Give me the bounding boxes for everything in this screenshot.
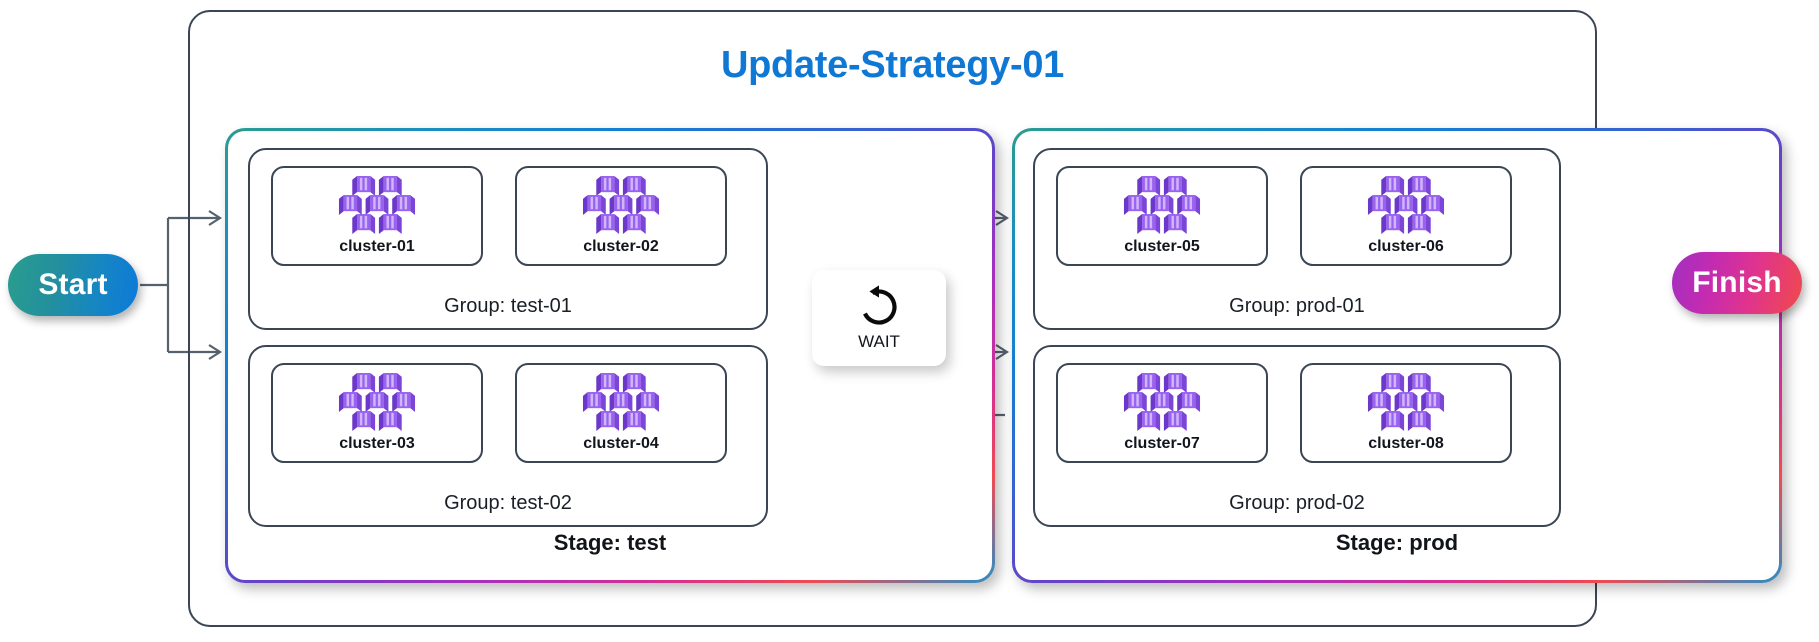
cluster-icon — [337, 176, 417, 234]
wait-node[interactable]: WAIT — [812, 270, 946, 366]
finish-node[interactable]: Finish — [1672, 252, 1802, 314]
stage-label: Stage: test — [553, 530, 667, 555]
cluster-icon — [1122, 176, 1202, 234]
cluster-card-cluster-02[interactable]: cluster-02 — [515, 166, 727, 266]
group-test-01[interactable]: cluster-01 cluster-02 Group: test-01 — [248, 148, 768, 330]
cluster-label: cluster-05 — [1124, 238, 1200, 255]
cluster-icon — [581, 373, 661, 431]
start-node[interactable]: Start — [8, 254, 138, 316]
cluster-icon — [1366, 373, 1446, 431]
group-label: Group: test-02 — [444, 492, 572, 514]
group-prod-02[interactable]: cluster-07 cluster-08 Group: prod-02 — [1033, 345, 1561, 527]
group-prod-01[interactable]: cluster-05 cluster-06 Group: prod-01 — [1033, 148, 1561, 330]
cluster-label: cluster-08 — [1368, 435, 1444, 452]
cluster-card-cluster-06[interactable]: cluster-06 — [1300, 166, 1512, 266]
cluster-card-cluster-04[interactable]: cluster-04 — [515, 363, 727, 463]
cluster-icon — [337, 373, 417, 431]
stage-prod[interactable]: cluster-05 cluster-06 Group: prod-01 clu… — [1012, 128, 1782, 583]
cluster-card-cluster-07[interactable]: cluster-07 — [1056, 363, 1268, 463]
stage-prod-inner: cluster-05 cluster-06 Group: prod-01 clu… — [1015, 131, 1779, 580]
cluster-label: cluster-04 — [583, 435, 659, 452]
cluster-icon — [1122, 373, 1202, 431]
cluster-label: cluster-06 — [1368, 238, 1444, 255]
cluster-icon — [581, 176, 661, 234]
group-test-02[interactable]: cluster-03 cluster-04 Group: test-02 — [248, 345, 768, 527]
cluster-card-cluster-08[interactable]: cluster-08 — [1300, 363, 1512, 463]
cluster-label: cluster-02 — [583, 238, 659, 255]
cluster-card-cluster-01[interactable]: cluster-01 — [271, 166, 483, 266]
cluster-label: cluster-07 — [1124, 435, 1200, 452]
cluster-icon — [1366, 176, 1446, 234]
page-title: Update-Strategy-01 — [720, 44, 1065, 86]
rotate-ccw-icon — [863, 285, 897, 325]
group-label: Group: prod-02 — [1229, 492, 1365, 514]
wait-label: WAIT — [858, 332, 900, 351]
cluster-card-cluster-03[interactable]: cluster-03 — [271, 363, 483, 463]
group-label: Group: test-01 — [444, 295, 572, 317]
group-label: Group: prod-01 — [1229, 295, 1365, 317]
cluster-card-cluster-05[interactable]: cluster-05 — [1056, 166, 1268, 266]
cluster-label: cluster-01 — [339, 238, 415, 255]
cluster-label: cluster-03 — [339, 435, 415, 452]
stage-label: Stage: prod — [1335, 530, 1459, 555]
